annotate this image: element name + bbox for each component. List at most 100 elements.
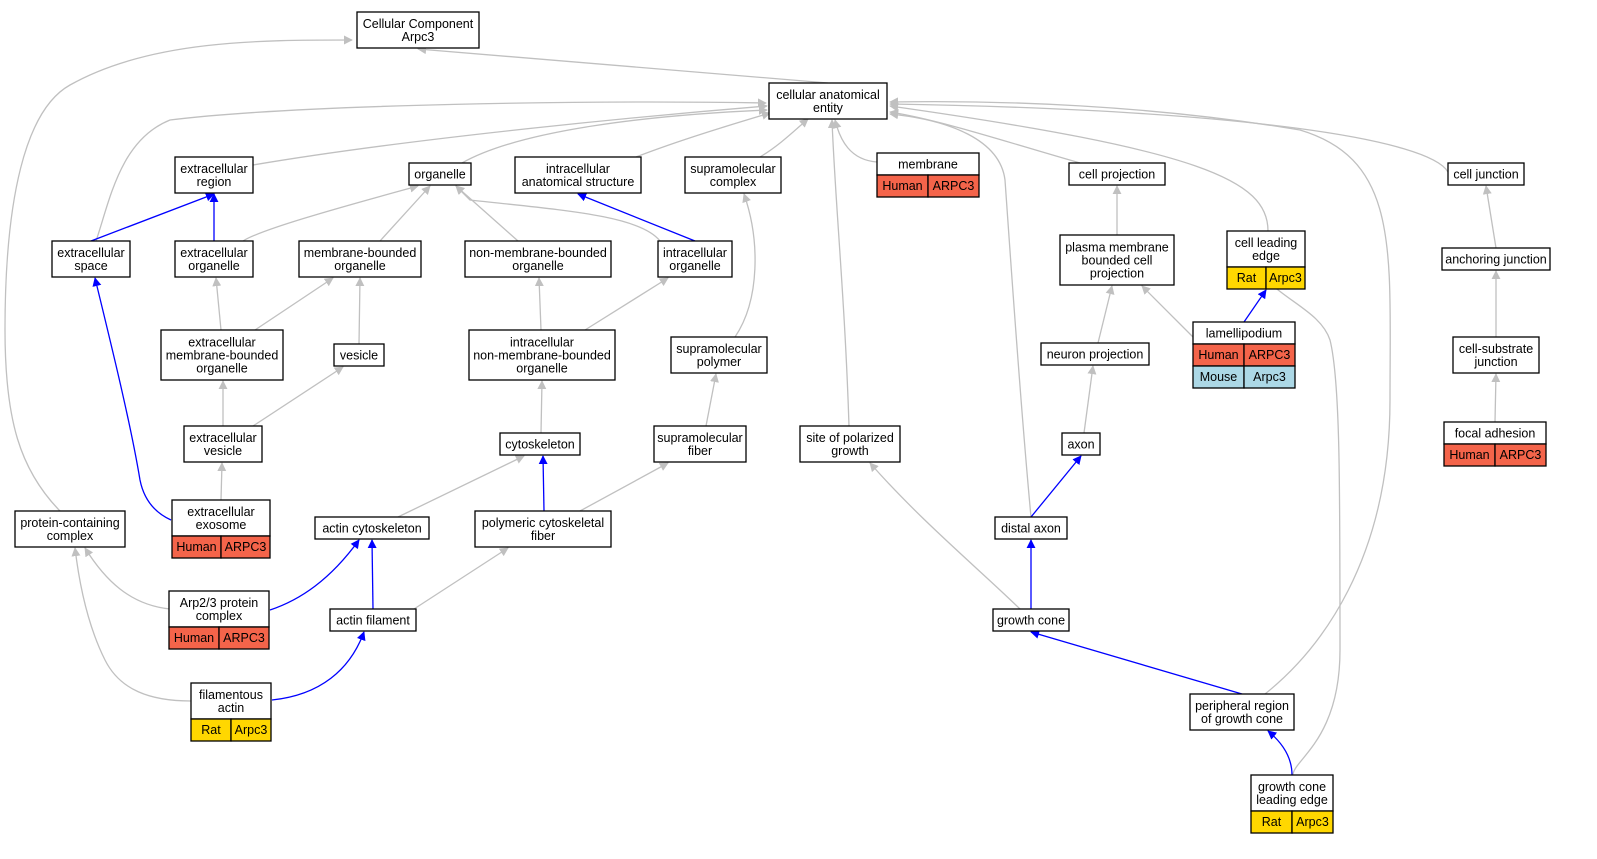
- edge-distal_axon-to-cae: [889, 110, 1032, 518]
- species-tag-label: Rat: [201, 723, 221, 737]
- edge-gcle-to-cle: [1255, 267, 1341, 776]
- node-label-line: organelle: [512, 259, 563, 273]
- edges-layer: [4, 35, 1501, 776]
- node-label-line: supramolecular: [676, 342, 761, 356]
- node-label-line: cell leading: [1235, 236, 1298, 250]
- edge-vesicle-to-mbo: [355, 277, 365, 345]
- edge-actin_fil-to-pcf: [413, 547, 509, 610]
- node-label-line: organelle: [414, 168, 465, 182]
- node-label-line: focal adhesion: [1455, 427, 1536, 441]
- node-axon[interactable]: axon: [1061, 432, 1101, 456]
- node-neuron_proj[interactable]: neuron projection: [1040, 342, 1150, 366]
- node-cell_proj[interactable]: cell projection: [1068, 162, 1166, 186]
- node-label-line: actin cytoskeleton: [322, 522, 421, 536]
- node-label-line: complex: [710, 175, 757, 189]
- node-label-line: complex: [47, 529, 94, 543]
- node-actin_cyto[interactable]: actin cytoskeleton: [314, 516, 430, 540]
- node-vesicle[interactable]: vesicle: [333, 343, 385, 367]
- node-label-line: intracellular: [663, 246, 727, 260]
- node-cell_junction[interactable]: cell junction: [1447, 162, 1525, 186]
- species-tag-label: ARPC3: [1249, 348, 1291, 362]
- node-label-line: filamentous: [199, 688, 263, 702]
- node-box: [174, 240, 254, 278]
- node-box: [174, 156, 254, 194]
- node-label-line: cell projection: [1079, 168, 1155, 182]
- species-tag-label: Human: [1198, 348, 1238, 362]
- node-label-line: complex: [196, 609, 243, 623]
- edge-spg-to-cae: [827, 119, 850, 427]
- node-inmbo[interactable]: intracellularnon-membrane-boundedorganel…: [468, 329, 616, 381]
- node-cytoskeleton[interactable]: cytoskeleton: [499, 432, 581, 456]
- edge-ic_organelle-to-organelle: [455, 185, 661, 242]
- node-box: [1061, 432, 1101, 456]
- species-tag-label: Human: [176, 540, 216, 554]
- node-box: [1040, 342, 1150, 366]
- edge-inmbo-to-ic_organelle: [584, 277, 669, 331]
- edge-anch_junction-to-cell_junction: [1482, 185, 1497, 249]
- node-box: [670, 336, 768, 374]
- species-tag-cell: [1243, 365, 1296, 389]
- node-label-line: extracellular: [188, 336, 255, 350]
- node-box: [408, 162, 472, 186]
- edge-prgc-to-cae: [889, 97, 1391, 695]
- node-box: [1447, 162, 1525, 186]
- edge-actin_fil-to-actin_cyto: [367, 539, 377, 610]
- node-label-line: neuron projection: [1047, 348, 1144, 362]
- node-label-line: membrane-bounded: [166, 349, 279, 363]
- node-organelle[interactable]: organelle: [408, 162, 472, 186]
- node-distal_axon[interactable]: distal axon: [994, 516, 1068, 540]
- node-box: [1441, 247, 1551, 271]
- species-tag-cell: [1291, 810, 1334, 834]
- edge-nmbo-to-organelle: [455, 185, 519, 242]
- node-label-line: axon: [1067, 438, 1094, 452]
- node-label-line: cytoskeleton: [505, 438, 575, 452]
- node-label-line: peripheral region: [1195, 699, 1289, 713]
- edge-distal_axon-to-axon: [1030, 455, 1082, 518]
- node-growth_cone[interactable]: growth cone: [992, 608, 1070, 632]
- node-label-line: growth: [831, 444, 869, 458]
- node-box: [1059, 234, 1175, 286]
- node-label-line: actin: [218, 701, 244, 715]
- edge-cytoskeleton-to-inmbo: [537, 380, 547, 434]
- edge-actin_cyto-to-cytoskeleton: [397, 455, 525, 518]
- node-box: [684, 156, 782, 194]
- species-tag-label: Rat: [1262, 815, 1282, 829]
- node-label-line: intracellular: [546, 162, 610, 176]
- edge-arp23-to-pcc: [84, 547, 171, 610]
- node-actin_fil[interactable]: actin filament: [329, 608, 417, 632]
- species-tag-cell: [218, 626, 270, 650]
- node-box: [160, 329, 284, 381]
- node-anch_junction[interactable]: anchoring junction: [1441, 247, 1551, 271]
- node-box: [190, 682, 272, 720]
- edge-exosome-to-ext_space: [92, 277, 172, 521]
